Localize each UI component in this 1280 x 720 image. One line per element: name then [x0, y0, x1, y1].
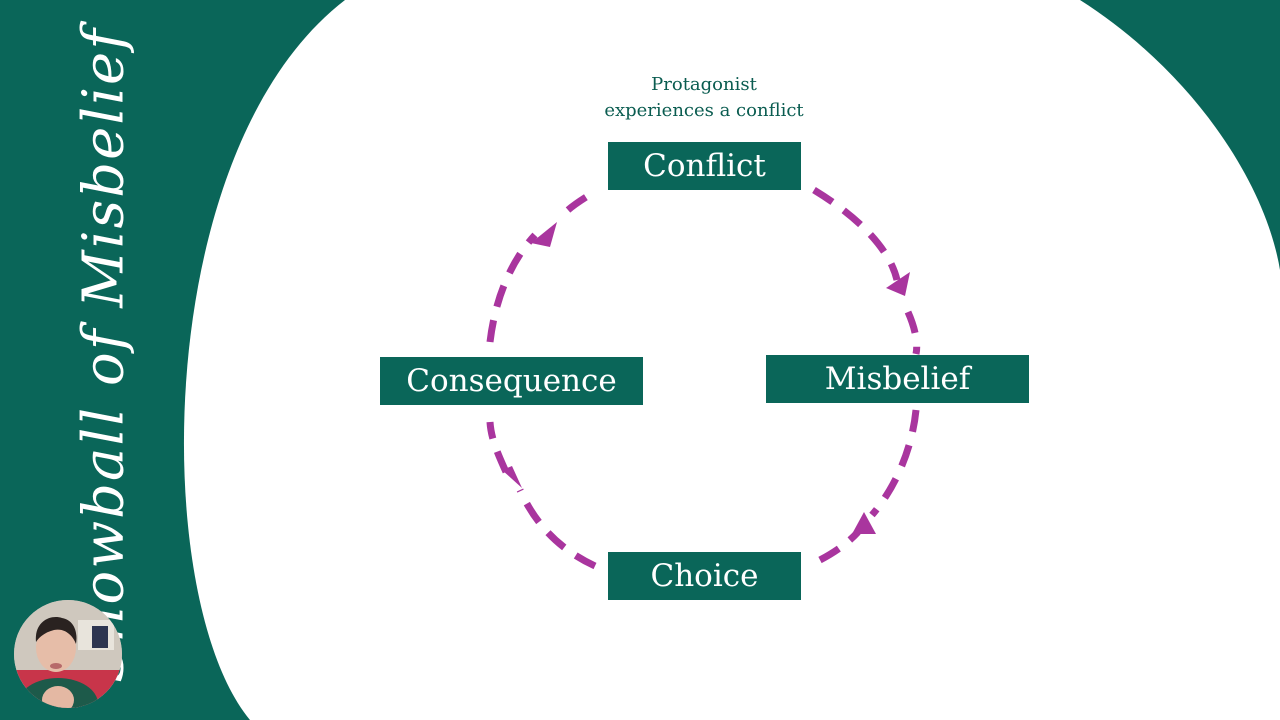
arrow-misbelief-to-choice: [869, 409, 920, 518]
presenter-webcam-avatar: [14, 600, 122, 708]
arrow-choice-to-consequence-left: [516, 488, 597, 570]
node-consequence: Consequence: [380, 357, 643, 405]
arrowhead-misbelief: [886, 272, 910, 296]
node-misbelief: Misbelief: [766, 355, 1029, 403]
arrow-consequence-to-conflict: [486, 232, 538, 343]
arrowhead-conflict: [531, 222, 557, 247]
conflict-caption: Protagonist experiences a conflict: [570, 72, 838, 124]
node-choice: Choice: [608, 552, 801, 600]
arrowhead-choice: [852, 512, 876, 534]
arrow-misbelief-to-choice-upper: [904, 310, 921, 355]
arrowhead-consequence: [502, 466, 522, 488]
arrow-choice-to-consequence: [818, 529, 861, 564]
caption-line-2: experiences a conflict: [604, 100, 804, 121]
arrow-conflict-to-misbelief: [812, 187, 901, 281]
node-conflict: Conflict: [608, 142, 801, 190]
caption-line-1: Protagonist: [651, 74, 757, 95]
arrow-consequence-to-conflict-lower: [486, 421, 510, 474]
arrow-consequence-to-conflict-top: [565, 191, 593, 213]
